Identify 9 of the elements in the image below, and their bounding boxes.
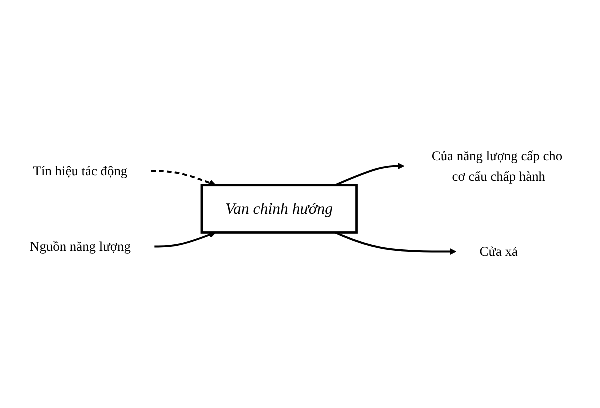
- node-box: Van chỉnh hướng: [200, 184, 358, 234]
- arrow: [335, 232, 456, 256]
- node-text: Của năng lượng cấp cho cơ cấu chấp hành: [432, 148, 563, 184]
- arrow: [154, 232, 216, 248]
- node-text: Cửa xả: [480, 244, 518, 260]
- arrow: [335, 162, 404, 186]
- node-text: Nguồn năng lượng: [30, 239, 131, 254]
- arrow: [151, 170, 216, 186]
- node-text: Tín hiệu tác động: [33, 164, 128, 179]
